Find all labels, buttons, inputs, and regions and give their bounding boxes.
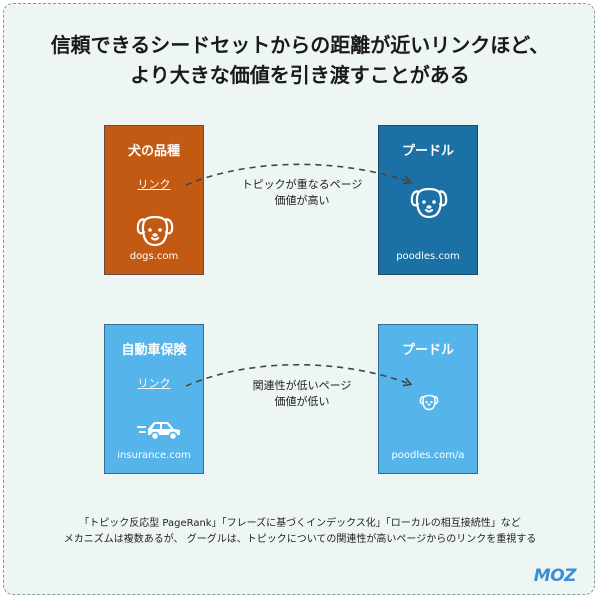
card-title: 自動車保険: [121, 343, 187, 358]
dog-icon: [410, 187, 448, 219]
footer-caption: 「トピック反応型 PageRank」「フレーズに基づくインデックス化」「ローカル…: [0, 516, 600, 548]
car-icon: [137, 422, 180, 441]
card-title: 犬の品種: [127, 144, 180, 159]
target-card-poodles: プードル poodles.com: [378, 125, 478, 275]
target-card-poodles-a: プードル poodles.com/a: [378, 324, 478, 474]
top-note: トピックが重なるページ 価値が高い: [232, 177, 372, 209]
dog-icon: [419, 394, 439, 411]
card-link[interactable]: リンク: [137, 377, 171, 390]
diagram-frame: [3, 3, 595, 595]
footer-line-2: メカニズムは複数あるが、 グーグルは、トピックについての関連性が高いページからの…: [63, 534, 537, 545]
card-link[interactable]: リンク: [137, 178, 171, 191]
moz-logo: MOZ: [533, 566, 577, 586]
card-domain: poodles.com/a: [391, 450, 465, 461]
bottom-note-line-2: 価値が低い: [274, 395, 330, 408]
top-note-line-2: 価値が高い: [274, 194, 330, 207]
footer-line-1: 「トピック反応型 PageRank」「フレーズに基づくインデックス化」「ローカル…: [79, 518, 521, 529]
source-card-dogs: 犬の品種 リンク dogs.com: [104, 125, 204, 275]
source-card-insurance: 自動車保険 リンク insurance.com: [104, 324, 204, 474]
card-title: プードル: [401, 144, 454, 159]
card-title: プードル: [401, 343, 454, 358]
top-note-line-1: トピックが重なるページ: [241, 178, 363, 191]
card-domain: dogs.com: [129, 251, 179, 262]
dog-icon: [136, 215, 174, 247]
title-line-1: 信頼できるシードセットからの距離が近いリンクほど、: [50, 33, 550, 57]
diagram-title: 信頼できるシードセットからの距離が近いリンクほど、 より大きな価値を引き渡すこと…: [0, 30, 600, 90]
top-link-arrow: [185, 163, 413, 186]
card-domain: poodles.com: [396, 251, 460, 262]
bottom-note: 関連性が低いページ 価値が低い: [232, 378, 372, 410]
title-line-2: より大きな価値を引き渡すことがある: [130, 63, 470, 87]
card-domain: insurance.com: [117, 450, 191, 461]
bottom-link-arrow: [185, 363, 413, 387]
bottom-note-line-1: 関連性が低いページ: [252, 379, 352, 392]
